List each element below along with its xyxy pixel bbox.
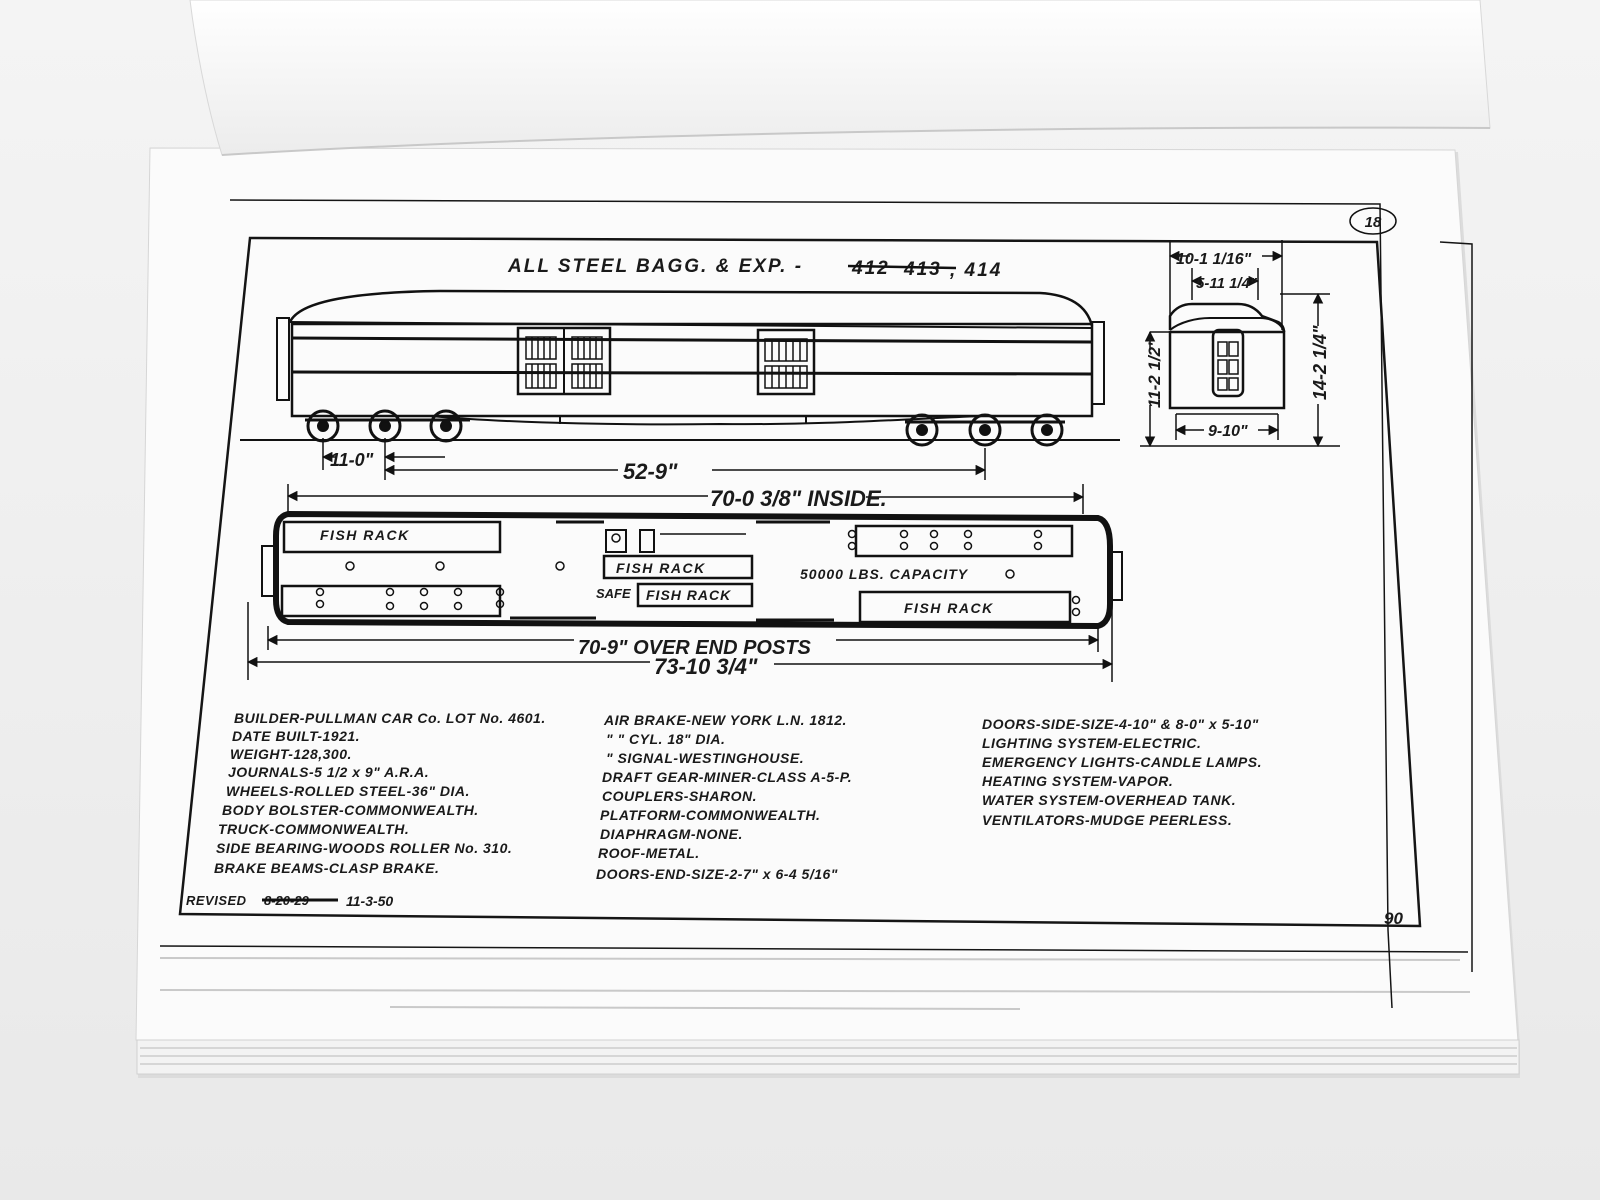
spec-line: TRUCK-COMMONWEALTH.	[218, 821, 409, 837]
specs-column-3: DOORS-SIDE-SIZE-4-10" & 8-0" x 5-10" LIG…	[982, 716, 1262, 828]
underframe	[320, 415, 1060, 426]
dim-end-width-top: 10-1 1/16"	[1176, 251, 1252, 268]
end-door	[1211, 328, 1245, 398]
spec-line: LIGHTING SYSTEM-ELECTRIC.	[982, 735, 1201, 751]
corner-mark: 18	[1349, 207, 1397, 235]
plan-bolt-holes	[315, 529, 1081, 617]
side-elevation	[240, 289, 1120, 447]
dim-end-width-bottom: 9-10"	[1208, 423, 1248, 440]
spec-line: SIDE BEARING-WOODS ROLLER No. 310.	[216, 840, 512, 856]
fish-rack-center-1	[602, 554, 754, 580]
drawing-border	[178, 236, 1422, 928]
title-prefix: ALL STEEL BAGG. & EXP. -	[507, 256, 803, 277]
revised-date: 11-3-50	[346, 893, 393, 909]
spec-line: WATER SYSTEM-OVERHEAD TANK.	[982, 792, 1236, 808]
title-strike-line	[847, 264, 957, 270]
end-post-left	[276, 317, 290, 401]
plan-end-right	[1109, 551, 1123, 601]
page	[135, 147, 1519, 1043]
spec-line: PLATFORM-COMMONWEALTH.	[600, 807, 820, 823]
specs-column-2: AIR BRAKE-NEW YORK L.N. 1812. " " CYL. 1…	[596, 712, 852, 882]
fish-rack-top-right	[854, 524, 1074, 558]
revised-note: REVISED 8-20-29 11-3-50	[186, 893, 393, 909]
corner-mark-text: 18	[1365, 214, 1382, 231]
spec-line: BUILDER-PULLMAN CAR Co. LOT No. 4601.	[234, 710, 546, 726]
belt-rail-lower	[291, 370, 1093, 376]
spec-line: WHEELS-ROLLED STEEL-36" DIA.	[226, 783, 470, 799]
dim-truck-centers: 52-9"	[623, 459, 678, 484]
spec-line: ROOF-METAL.	[598, 845, 700, 861]
wheel	[1030, 413, 1064, 447]
truck-right	[905, 413, 1065, 447]
label-safe: SAFE	[596, 586, 631, 601]
title-number: , 414	[949, 260, 1002, 281]
page-number: 90	[1384, 909, 1403, 928]
specs-column-1: BUILDER-PULLMAN CAR Co. LOT No. 4601. DA…	[214, 710, 546, 876]
dim-over-end-posts: 70-9" OVER END POSTS	[578, 637, 812, 659]
title-struck-1: 412	[851, 258, 890, 279]
spec-line: JOURNALS-5 1/2 x 9" A.R.A.	[228, 764, 429, 780]
fish-rack-center-2	[636, 582, 754, 608]
faint-print-lines	[159, 957, 1471, 1010]
spec-line: BRAKE BEAMS-CLASP BRAKE.	[214, 860, 439, 876]
page-edges	[136, 1039, 1520, 1075]
wheel	[968, 413, 1002, 447]
dim-truck-wheelbase: 11-0"	[330, 450, 374, 470]
spec-line: BODY BOLSTER-COMMONWEALTH.	[222, 802, 479, 818]
spec-line: EMERGENCY LIGHTS-CANDLE LAMPS.	[982, 754, 1262, 770]
plan-dimensions	[246, 484, 1114, 682]
plan-outline	[273, 510, 1113, 630]
dim-inside-length: 70-0 3/8" INSIDE.	[710, 486, 887, 511]
wheel	[429, 409, 463, 443]
spec-line: DRAFT GEAR-MINER-CLASS A-5-P.	[602, 769, 852, 785]
end-post-right	[1091, 321, 1105, 405]
plan-end-left	[261, 545, 277, 597]
belt-rail-upper	[291, 336, 1093, 344]
sheet-frame	[159, 199, 1473, 1009]
spec-line: " " CYL. 18" DIA.	[606, 731, 725, 747]
elevation-dimensions	[321, 438, 987, 480]
page-edge-lines	[140, 1047, 1517, 1065]
label-fish-rack-center-2: FISH RACK	[646, 587, 731, 603]
fish-rack-bottom-right	[858, 590, 1072, 624]
side-door-large	[516, 326, 612, 396]
dim-overall-length: 73-10 3/4"	[654, 654, 758, 679]
spec-line: DATE BUILT-1921.	[232, 728, 360, 744]
label-fish-rack-top-left: FISH RACK	[320, 527, 410, 543]
car-roof	[288, 289, 1094, 327]
spec-line: " SIGNAL-WESTINGHOUSE.	[606, 750, 804, 766]
spec-line: VENTILATORS-MUDGE PEERLESS.	[982, 812, 1232, 828]
dim-end-height-side: 11-2 1/2"	[1145, 338, 1164, 408]
label-capacity: 50000 LBS. CAPACITY	[800, 566, 969, 582]
spec-line: DOORS-END-SIZE-2-7" x 6-4 5/16"	[596, 866, 838, 882]
spec-line: AIR BRAKE-NEW YORK L.N. 1812.	[603, 712, 847, 728]
wheel	[905, 413, 939, 447]
spec-line: HEATING SYSTEM-VAPOR.	[982, 773, 1173, 789]
revised-label: REVISED	[186, 893, 247, 908]
spec-line: DIAPHRAGM-NONE.	[600, 826, 743, 842]
spec-line: COUPLERS-SHARON.	[602, 788, 757, 804]
flap-edge	[221, 126, 1491, 156]
title-struck-2: 413	[903, 259, 942, 280]
dim-end-height-total: 14-2 1/4"	[1310, 325, 1330, 400]
side-door-small	[756, 328, 816, 396]
spec-line: DOORS-SIDE-SIZE-4-10" & 8-0" x 5-10"	[982, 716, 1259, 732]
corner-mark-circle	[1349, 207, 1397, 235]
dim-end-width-roof: 5-11 1/4"	[1196, 275, 1258, 292]
label-fish-rack-center-1: FISH RACK	[616, 560, 706, 576]
spec-line: WEIGHT-128,300.	[230, 746, 352, 762]
drawing-title: ALL STEEL BAGG. & EXP. - 412 413 , 414	[507, 256, 1002, 281]
plan-view	[261, 510, 1123, 630]
label-fish-rack-bottom-right: FISH RACK	[904, 600, 994, 616]
end-dimensions	[1140, 240, 1340, 448]
fish-rack-top-left	[282, 520, 502, 554]
